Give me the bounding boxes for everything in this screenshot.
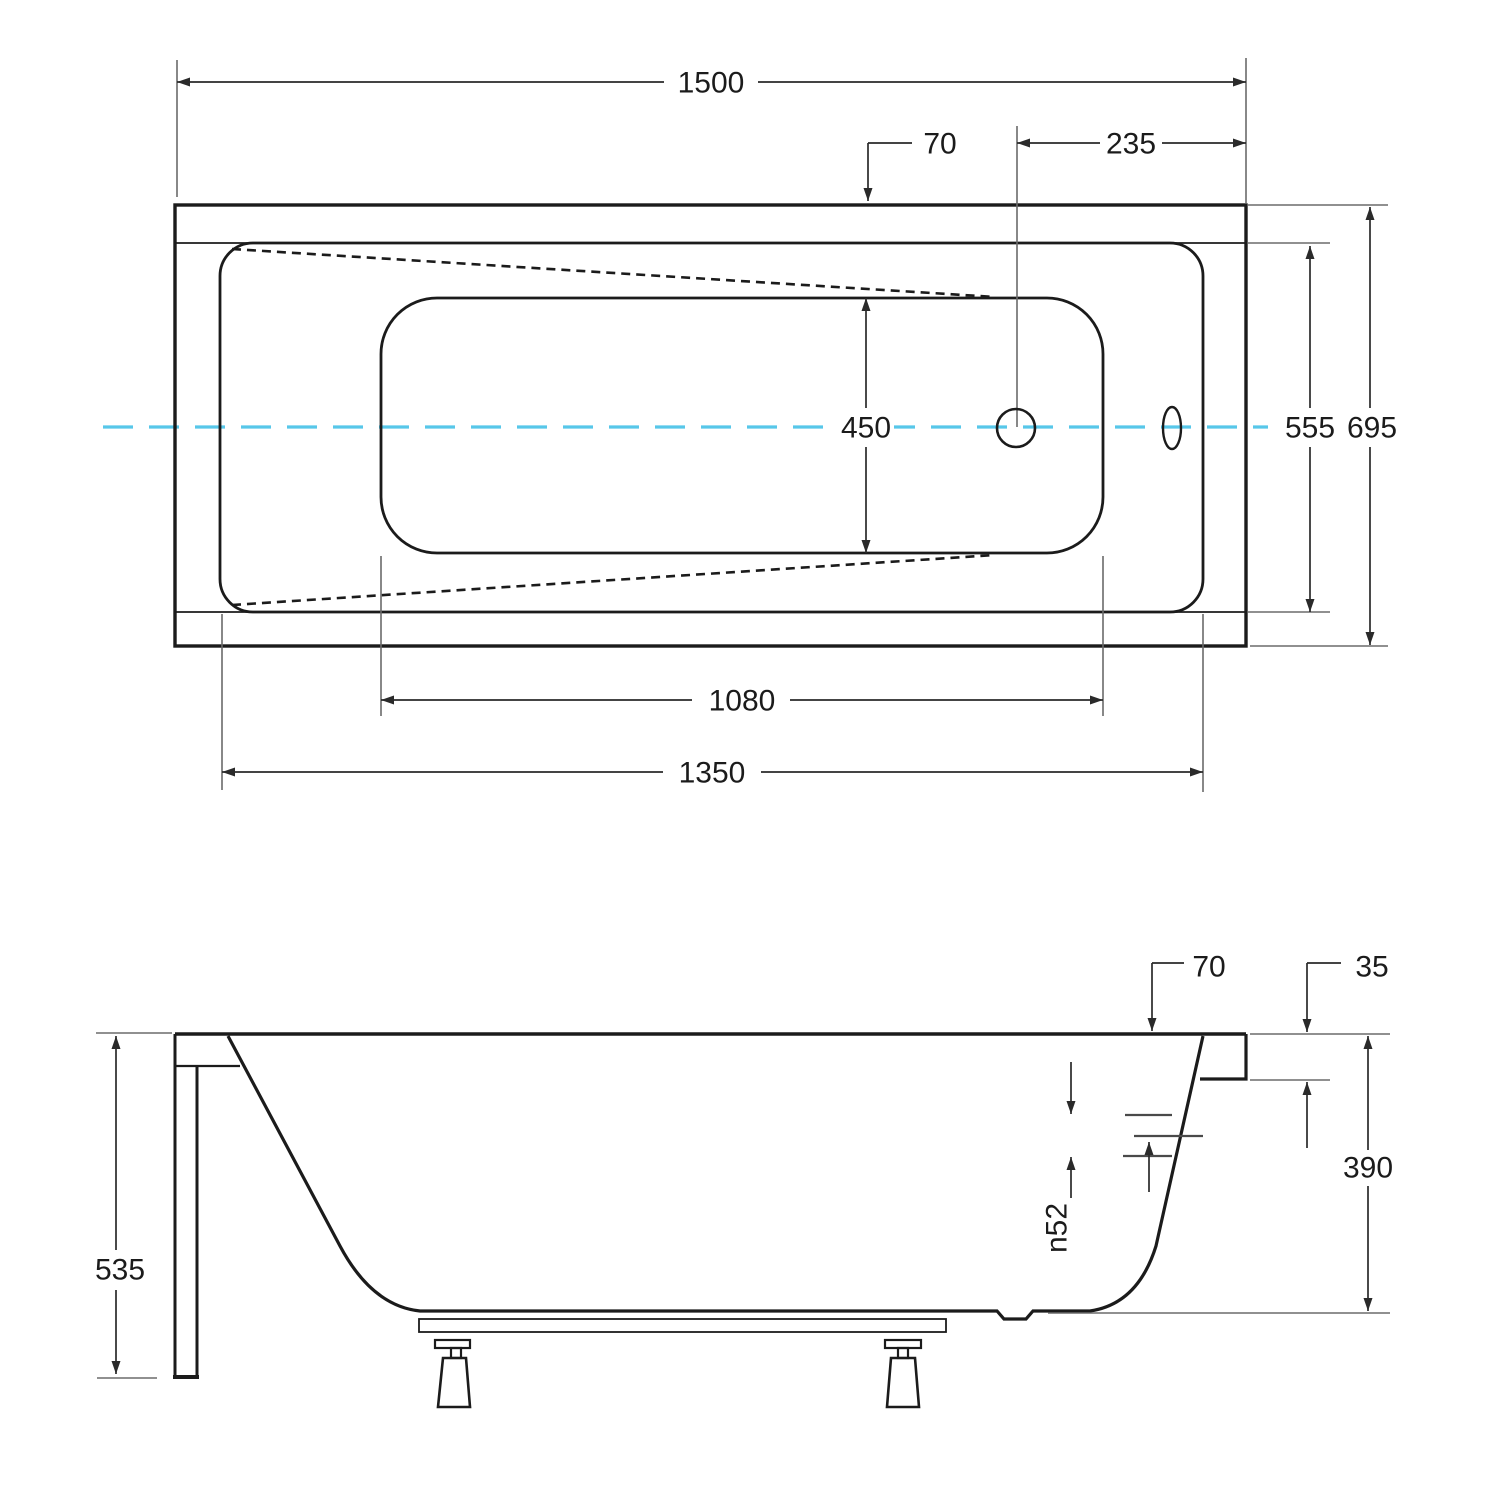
dim-label-overall-length: 1500 xyxy=(678,67,745,100)
side-view: 535 390 70 35 n52 xyxy=(88,951,1402,1409)
tub-outer-rim xyxy=(173,203,1248,648)
basin-opening xyxy=(218,241,1205,614)
dim-label-drain-offset: 70 xyxy=(923,128,956,161)
dim-label-overflow-diameter: n52 xyxy=(1041,1203,1074,1253)
extension-lines-top-view xyxy=(176,58,1388,792)
drain-hole xyxy=(995,407,1037,449)
dim-label-inner-depth: 390 xyxy=(1343,1152,1393,1185)
dim-label-drain-to-end: 235 xyxy=(1106,128,1156,161)
dim-label-floor-length: 1080 xyxy=(709,685,776,718)
dim-label-rim-inset: 70 xyxy=(1192,951,1225,984)
taper-line-bottom xyxy=(231,553,996,607)
overflow-hole-detail xyxy=(1123,1113,1203,1158)
top-view: 1500 70 235 450 555 695 1080 1350 xyxy=(103,58,1403,792)
adjustable-foot-right xyxy=(883,1338,923,1409)
dim-label-overall-height: 535 xyxy=(95,1254,145,1287)
front-apron xyxy=(173,1034,240,1379)
dimension-labels-side-view: 535 390 70 35 n52 xyxy=(95,951,1393,1287)
dim-label-basin-inner-width: 555 xyxy=(1285,412,1335,445)
basin-profile xyxy=(226,1035,1205,1321)
dim-label-floor-width: 450 xyxy=(841,412,891,445)
overflow-hole xyxy=(1161,405,1183,451)
label-masks-side-view xyxy=(88,1150,1402,1290)
support-rail xyxy=(418,1318,947,1333)
adjustable-foot-left xyxy=(433,1338,472,1409)
rim-end-block xyxy=(1200,1034,1248,1081)
dim-label-basin-inner-length: 1350 xyxy=(679,757,746,790)
label-masks-top-view xyxy=(663,67,1403,787)
taper-line-top xyxy=(231,247,996,299)
extension-lines-side-view xyxy=(96,1032,1390,1379)
dim-label-rim-thickness: 35 xyxy=(1355,951,1388,984)
basin-floor xyxy=(379,296,1105,555)
dim-label-overall-width: 695 xyxy=(1347,412,1397,445)
dimension-labels-top-view: 1500 70 235 450 555 695 1080 1350 xyxy=(678,67,1397,790)
